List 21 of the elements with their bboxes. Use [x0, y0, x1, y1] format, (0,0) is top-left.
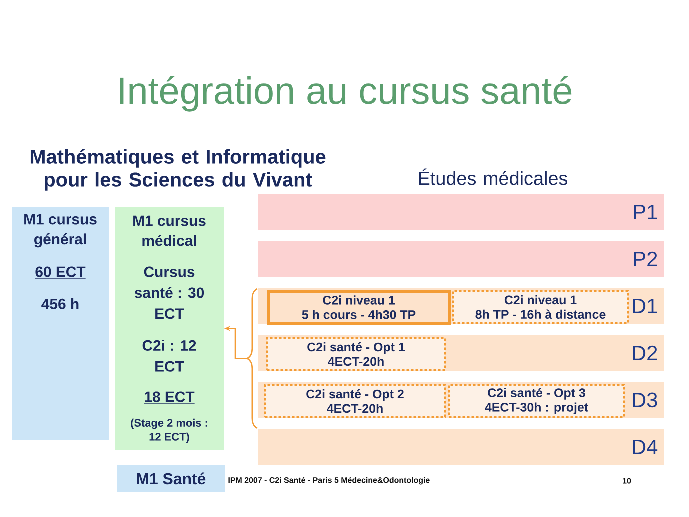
hours-value: 456 h [42, 298, 79, 310]
year-band: D4 [258, 429, 664, 466]
panel-heading: M1 cursus médical [134, 216, 206, 246]
column-heading: Mathématiques et Informatique pour les Sciences du Vivant [30, 149, 326, 191]
slide-title: Intégration au cursus santé [120, 76, 572, 112]
panel-heading: M1 cursus général [24, 214, 97, 248]
column-heading: Études médicales [419, 168, 568, 186]
note-text: (Stage 2 mois : 12 ECT) [131, 418, 208, 444]
year-band: P1 [258, 194, 664, 230]
panel-text: C2i : 12 ECT [142, 340, 196, 372]
credit-total: 60 ECT [34, 266, 86, 279]
course-box: C2i niveau 1 8h TP - 16h à distance [452, 290, 630, 324]
credit-total: 18 ECT [144, 392, 196, 404]
panel-text: Cursus santé : 30 ECT [134, 266, 204, 320]
course-box: C2i niveau 1 5 h cours - 4h30 TP [267, 290, 451, 325]
course-box: C2i santé - Opt 1 4ECT-20h [266, 337, 446, 372]
course-box: C2i santé - Opt 3 4ECT-30h : projet [448, 384, 626, 418]
curly-brace [246, 288, 258, 429]
program-tag: M1 Santé [117, 465, 226, 492]
course-box: C2i santé - Opt 2 4ECT-20h [264, 384, 446, 418]
year-band: P2 [258, 241, 664, 278]
